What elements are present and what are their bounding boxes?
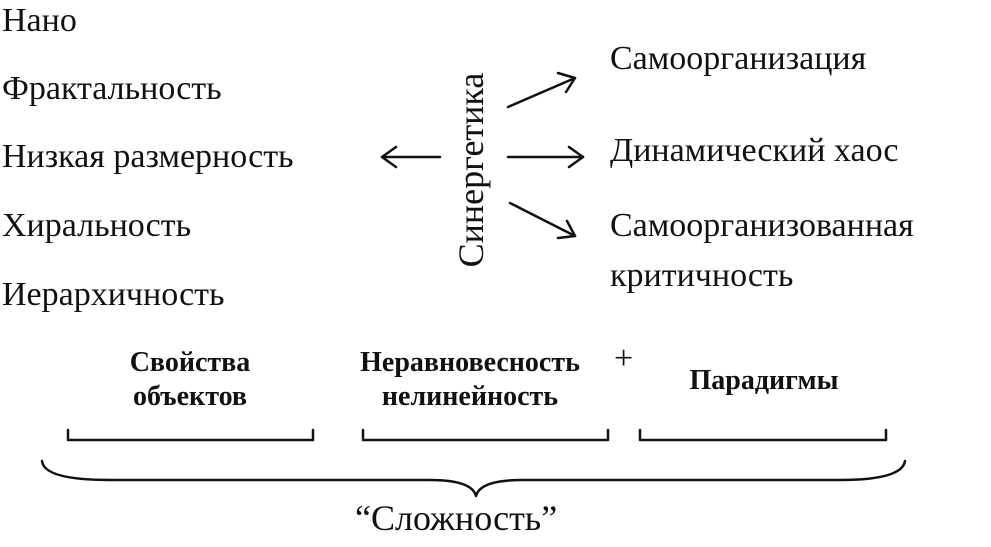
arrow-right-head	[567, 145, 585, 169]
group-label-object-properties-line1: Свойства	[129, 347, 251, 378]
group-label-nonequilibrium-line1: Неравновесность	[360, 347, 580, 378]
left-item-low-dimensionality: Низкая размерность	[2, 138, 294, 175]
group-label-object-properties: Свойства объектов	[60, 346, 320, 413]
left-item-fractality: Фрактальность	[2, 70, 222, 107]
arrow-downright-head	[556, 219, 577, 240]
brace-complexity	[40, 459, 907, 498]
group-label-nonequilibrium-line2: нелинейность	[381, 380, 559, 412]
right-item-criticality: критичность	[610, 257, 794, 294]
right-item-self-organized: Самоорганизованная	[610, 207, 914, 244]
right-item-self-organization: Самоорганизация	[610, 40, 867, 77]
arrow-upright-line	[506, 76, 577, 109]
arrow-left-head	[380, 145, 398, 169]
left-item-hierarchy: Иерархичность	[2, 276, 225, 313]
group-label-object-properties-line2: объектов	[133, 380, 247, 412]
arrow-upright-head	[556, 71, 577, 94]
bracket-object-properties	[66, 428, 315, 442]
group-label-paradigms-line1: Парадигмы	[689, 365, 839, 396]
bracket-nonequilibrium	[361, 428, 610, 442]
bracket-paradigms	[638, 428, 888, 442]
arrow-downright-line	[508, 201, 577, 238]
left-item-chirality: Хиральность	[2, 207, 192, 244]
group-label-nonequilibrium: Неравновесность нелинейность	[325, 346, 615, 413]
plus-sign: +	[614, 340, 634, 377]
group-label-paradigms: Парадигмы	[640, 364, 888, 398]
summary-label-complexity: “Сложность”	[355, 498, 558, 538]
right-item-dynamic-chaos: Динамический хаос	[610, 132, 899, 169]
left-item-nano: Нано	[2, 2, 77, 39]
